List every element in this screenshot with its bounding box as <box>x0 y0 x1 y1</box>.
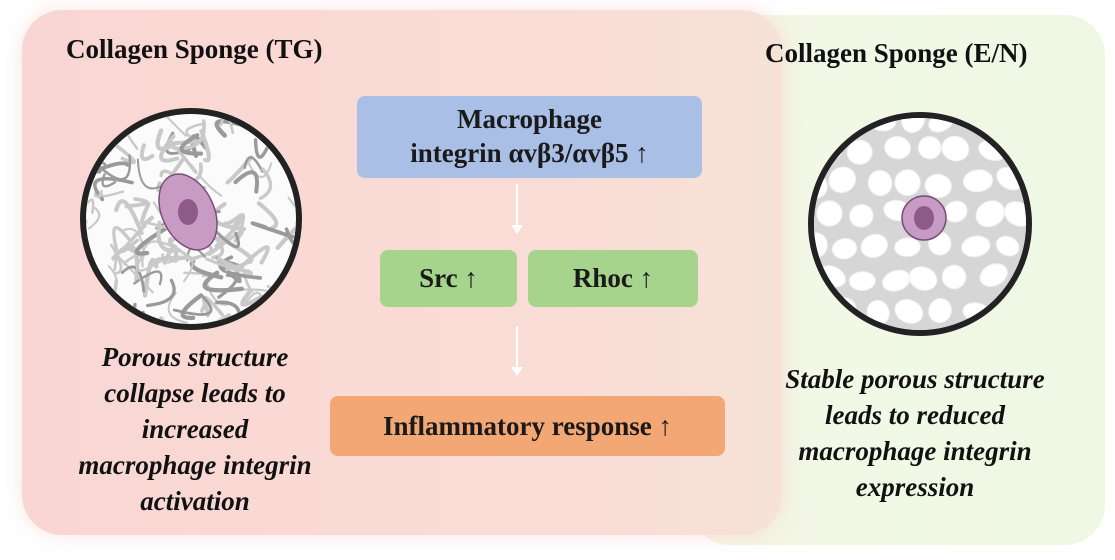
en-caption-line: expression <box>855 471 975 502</box>
tg-caption-line: collapse leads to <box>104 377 286 408</box>
collapsed-sponge-illustration <box>80 108 302 330</box>
en-caption-line: Stable porous structure <box>785 364 1045 394</box>
src-box: Src ↑ <box>380 250 517 307</box>
en-caption: Stable porous structure leads to reduced… <box>745 362 1085 506</box>
stable-sponge-illustration <box>808 112 1032 336</box>
tg-caption: Porous structure collapse leads to incre… <box>40 340 350 520</box>
tg-caption-line: increased <box>141 413 249 444</box>
tg-caption-line: macrophage integrin <box>78 449 312 480</box>
macrophage-cell-icon <box>901 195 947 241</box>
tg-caption-line: activation <box>140 485 250 516</box>
integrin-box: Macrophage integrin αvβ3/αvβ5 ↑ <box>357 96 702 178</box>
tg-caption-line: Porous structure <box>101 342 289 372</box>
rhoc-box: Rhoc ↑ <box>528 250 698 307</box>
integrin-box-line1: Macrophage <box>457 104 602 135</box>
en-caption-line: macrophage integrin <box>798 435 1032 466</box>
inflammatory-response-box: Inflammatory response ↑ <box>330 396 725 456</box>
en-title: Collagen Sponge (E/N) <box>765 38 1028 68</box>
collapsed-fiber-mesh <box>86 114 296 324</box>
macrophage-cell-icon <box>158 173 218 251</box>
arrow-down-icon <box>511 326 523 376</box>
en-caption-line: leads to reduced <box>825 399 1005 430</box>
arrow-down-icon <box>511 184 523 234</box>
tg-title: Collagen Sponge (TG) <box>66 34 323 64</box>
porous-network-mesh <box>814 118 1026 330</box>
integrin-box-line2: integrin αvβ3/αvβ5 ↑ <box>410 138 649 168</box>
